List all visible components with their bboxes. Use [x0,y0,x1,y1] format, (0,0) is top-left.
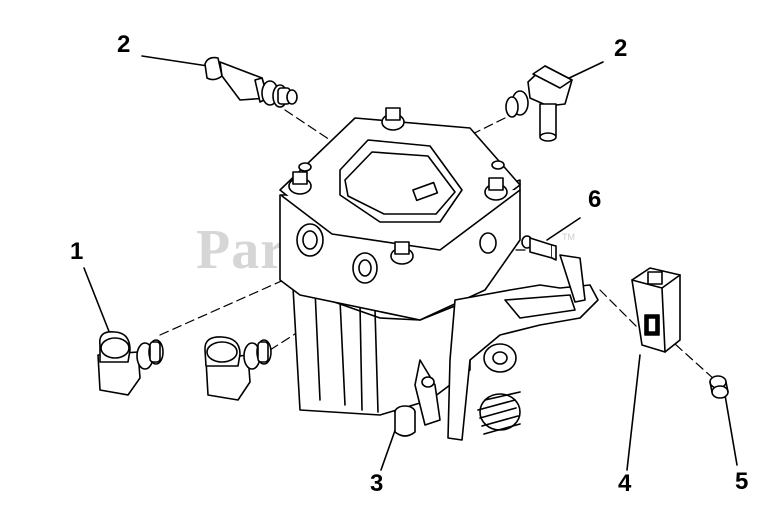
connector-4 [631,267,681,353]
callout-5: 5 [735,468,749,495]
callout-6: 6 [588,186,602,213]
pump-body [279,107,521,437]
nut-5 [709,375,729,399]
cover-bolts [288,107,508,265]
callout-3: 3 [370,470,384,497]
callout-2-right: 2 [614,35,628,62]
fitting-2-right [505,65,573,142]
watermark-trademark: TM [562,232,575,242]
pin-6 [521,235,557,261]
return-spring [477,391,521,435]
fitting-2-left [204,56,298,108]
fitting-1-front [97,330,164,396]
callout-2-left: 2 [117,31,131,58]
fitting-1-back [204,336,272,401]
callout-4: 4 [618,470,632,497]
callout-1: 1 [70,238,84,265]
lever-assembly [414,254,599,441]
